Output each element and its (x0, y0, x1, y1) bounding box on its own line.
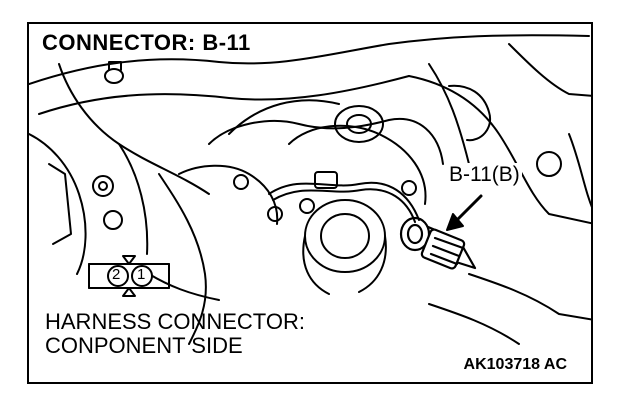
pin-2-label: 2 (112, 266, 121, 283)
page-title: CONNECTOR: B-11 (39, 30, 254, 56)
pin-1-label: 1 (137, 266, 146, 283)
harness-connector-note: HARNESS CONNECTOR: CONPONENT SIDE (45, 310, 305, 358)
note-line-1: HARNESS CONNECTOR: (45, 309, 305, 334)
note-line-2: CONPONENT SIDE (45, 333, 243, 358)
diagram-frame: CONNECTOR: B-11 B-11(B) 2 1 HARNESS CONN… (27, 22, 593, 384)
connector-callout-label: B-11(B) (447, 163, 522, 187)
figure-code: AK103718 AC (463, 356, 567, 373)
engine-illustration (29, 34, 591, 345)
